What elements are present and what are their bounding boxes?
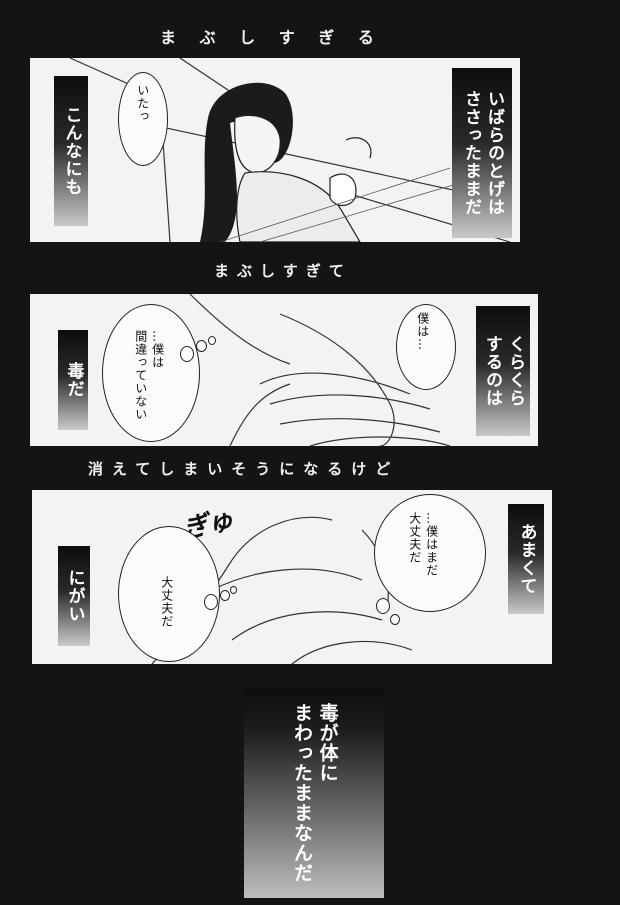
panel-1-right-caption: いばらのとげは ささったままだ: [461, 90, 504, 216]
panel-1: こんなにも いたっ いばらのとげは ささったままだ: [30, 58, 520, 242]
panel-3-speech-text: …僕はまだ 大丈夫だ: [407, 512, 439, 577]
panel-3-right-caption: あまくて: [516, 523, 537, 595]
panel-3: ぎゅ にがい 大丈夫だ …僕はまだ 大丈夫だ あまくて: [32, 490, 552, 664]
panel-3-speech-dot-2: [390, 614, 400, 625]
panel-2-right-caption: くらくら するのは: [482, 335, 525, 407]
panel-3-thought-bubble: [118, 526, 220, 662]
caption-middle: まぶしすぎて: [214, 262, 352, 280]
panel-2-thought-dot-2: [196, 340, 207, 352]
panel-2-thought-text: …僕は 間違っていない: [133, 330, 165, 421]
caption-top: ま ぶ し す ぎ る: [160, 28, 383, 47]
panel-3-thought-text: 大丈夫だ: [159, 576, 174, 628]
final-caption: 毒が体に まわったままなんだ: [291, 703, 339, 883]
panel-2-thought-bubble: [102, 304, 200, 442]
panel-3-speech-dot-1: [376, 598, 390, 614]
panel-3-thought-dot-3: [230, 586, 237, 594]
panel-3-left-caption-box: にがい: [58, 546, 90, 646]
panel-2-artwork: [189, 294, 451, 446]
panel-1-speech-bubble: [118, 72, 168, 166]
panel-1-left-caption: こんなにも: [61, 106, 82, 196]
panel-3-speech-bubble: [374, 494, 486, 612]
panel-2-left-caption: 毒だ: [63, 362, 84, 398]
panel-3-thought-dot-1: [204, 594, 218, 610]
panel-2: 毒だ …僕は 間違っていない 僕は… くらくら するのは: [30, 294, 538, 446]
panel-1-right-caption-box: いばらのとげは ささったままだ: [452, 68, 512, 238]
panel-3-left-caption: にがい: [64, 569, 85, 623]
panel-1-left-caption-box: こんなにも: [54, 76, 88, 226]
panel-1-speech-text: いたっ: [135, 84, 150, 123]
panel-1-artwork: [69, 58, 511, 242]
panel-2-thought-dot-3: [208, 336, 216, 345]
panel-2-thought-dot-1: [180, 346, 194, 362]
panel-2-speech-bubble: [396, 304, 456, 390]
panel-2-right-caption-box: くらくら するのは: [476, 306, 530, 436]
caption-lower: 消えてしまいそうになるけど: [88, 460, 400, 478]
panel-3-right-caption-box: あまくて: [508, 504, 544, 614]
panel-3-thought-dot-2: [220, 590, 230, 601]
panel-2-speech-text: 僕は…: [415, 312, 430, 351]
panel-2-left-caption-box: 毒だ: [58, 330, 88, 430]
final-caption-box: 毒が体に まわったままなんだ: [244, 688, 384, 898]
